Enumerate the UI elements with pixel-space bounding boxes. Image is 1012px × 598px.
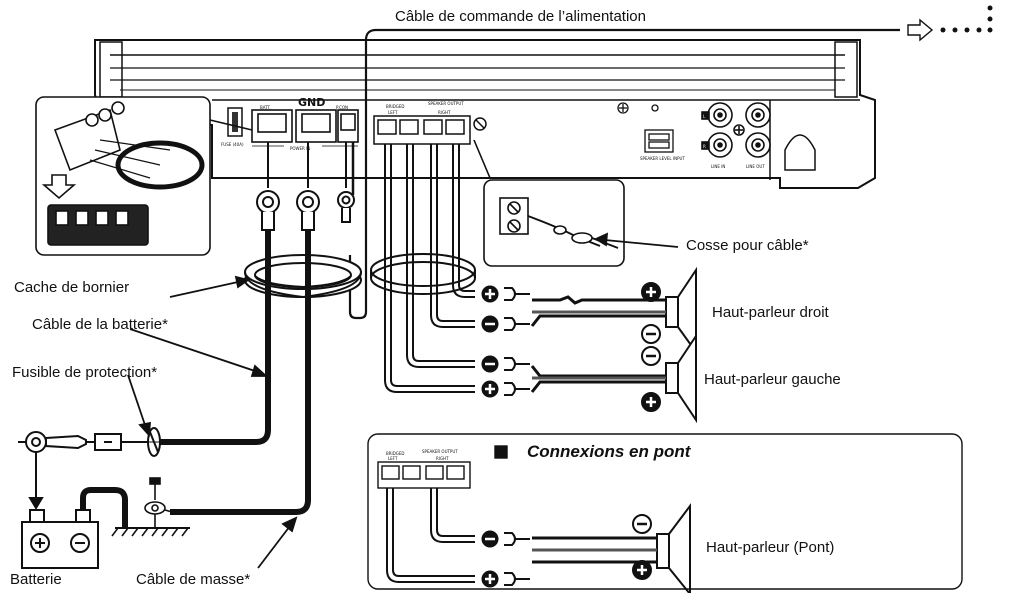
ring-terminal-icon — [256, 190, 355, 231]
speaker-cables — [530, 295, 666, 393]
minus-terminal-icon — [481, 315, 530, 333]
bridge-title: Connexions en pont — [527, 442, 691, 461]
bridge-right-label: RIGHT — [436, 456, 449, 461]
arrow-right-icon — [907, 18, 934, 42]
cable-lug-label: Cosse pour câble* — [686, 237, 809, 254]
right-speaker-label: Haut-parleur droit — [712, 304, 829, 321]
speaker-icon — [656, 266, 697, 597]
plus-terminal-icon — [481, 570, 530, 588]
panel-fuse-icon — [227, 107, 243, 137]
speaker-plus-icon — [641, 392, 661, 412]
bridge-wires — [386, 488, 657, 583]
fuse-label: FUSE (40A) — [221, 142, 244, 147]
continuation-dots — [940, 5, 993, 33]
terminal-cover-icon — [244, 254, 362, 298]
power-control-cable-label: Câble de commande de l’alimentation — [395, 8, 646, 25]
panel-screws — [617, 102, 674, 153]
battery-cable-wire — [160, 230, 271, 445]
line-out-label: LINE OUT — [746, 164, 765, 169]
power-terminal-block — [251, 109, 359, 143]
fuse-icon — [94, 427, 161, 457]
battery-label: Batterie — [10, 571, 62, 588]
line-in-label: LINE IN — [711, 164, 725, 169]
power-control-wire — [348, 28, 900, 320]
minus-terminal-icon — [481, 530, 530, 548]
left-speaker-label: Haut-parleur gauche — [704, 371, 841, 388]
bridge-connectors — [481, 514, 652, 588]
battery-cable-label: Câble de la batterie* — [32, 316, 168, 333]
left-label: LEFT — [388, 110, 398, 115]
amplifier-icon — [94, 39, 876, 189]
speaker-connectors — [481, 282, 661, 412]
ch-r-label: R — [703, 144, 706, 149]
minus-terminal-icon — [481, 355, 530, 373]
terminal-cover-detail — [35, 96, 253, 256]
speaker-terminal-block — [373, 115, 487, 145]
speaker-level-input-label: SPEAKER LEVEL INPUT — [640, 156, 685, 161]
ground-icon — [111, 477, 190, 537]
bridge-bridged-label: BRIDGED — [386, 451, 405, 456]
callout-arrows — [127, 232, 679, 569]
bridge-connections-panel — [367, 433, 963, 590]
protection-fuse-label: Fusible de protection* — [12, 364, 158, 381]
pcon-label: P.CON — [336, 105, 348, 110]
bridge-speaker-label: Haut-parleur (Pont) — [706, 539, 835, 556]
speaker-minus-icon — [641, 324, 661, 344]
battery-ground-wire — [80, 487, 128, 528]
plus-terminal-icon — [481, 380, 530, 398]
speaker-output-label: SPEAKER OUTPUT — [428, 101, 464, 106]
bridged-label: BRIDGED — [386, 104, 405, 109]
right-label: RIGHT — [438, 110, 451, 115]
bridge-speaker-output-label: SPEAKER OUTPUT — [422, 449, 458, 454]
speaker-terminal-cover-icon — [370, 253, 476, 295]
batt-label: BATT. — [260, 105, 271, 110]
speaker-minus-icon — [641, 346, 661, 366]
cable-lug-detail — [473, 139, 625, 267]
battery-icon — [21, 509, 99, 569]
speaker-plus-icon — [641, 282, 661, 302]
battery-section — [18, 431, 95, 510]
power-in-label: POWER IN — [290, 146, 310, 151]
ch-l-label: L — [703, 114, 706, 119]
speaker-plus-icon — [632, 560, 652, 580]
speaker-wires — [384, 144, 475, 393]
plus-terminal-icon — [481, 285, 530, 303]
terminal-cover-label: Cache de bornier — [14, 279, 130, 296]
speaker-minus-icon — [632, 514, 652, 534]
bridge-left-label: LEFT — [388, 456, 398, 461]
gnd-label: GND — [298, 96, 325, 109]
ground-cable-wire — [170, 230, 311, 515]
ground-cable-label: Câble de masse* — [136, 571, 251, 588]
rca-jacks — [701, 102, 771, 158]
